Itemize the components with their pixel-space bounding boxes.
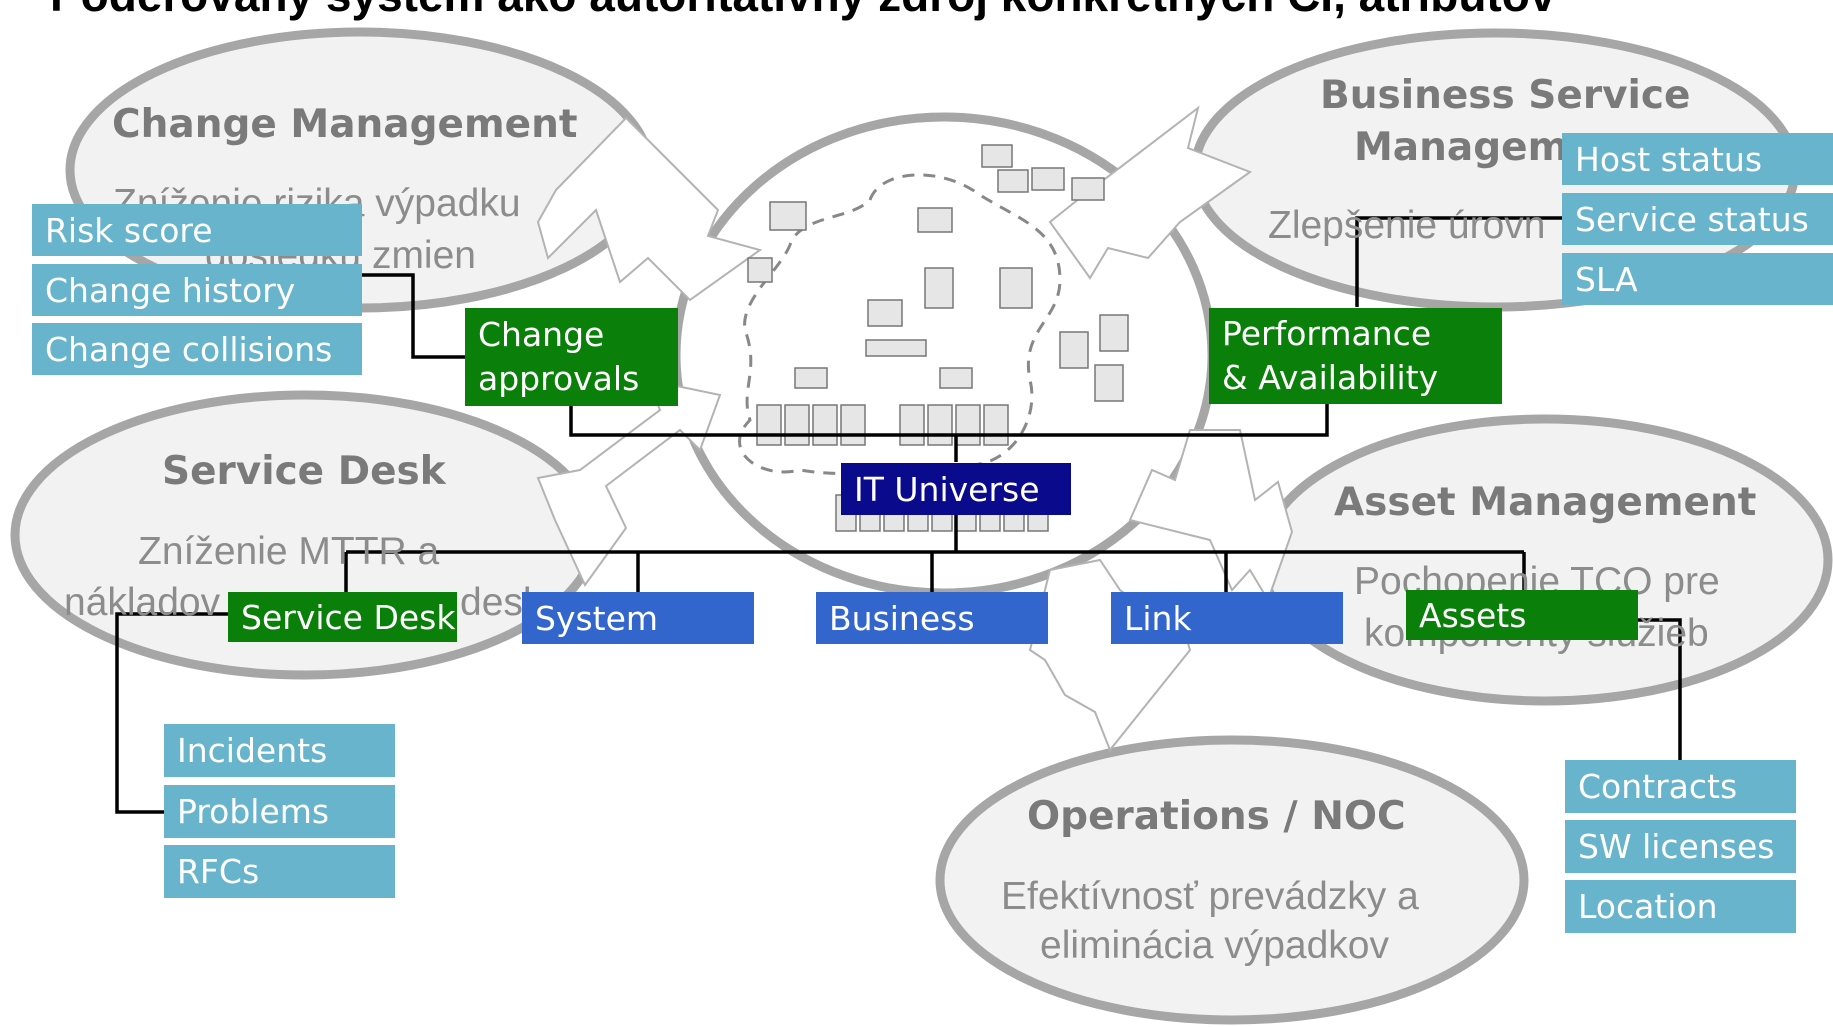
business-box: Business bbox=[816, 592, 1048, 644]
performance-line2: & Availability bbox=[1222, 358, 1439, 397]
service-status-box: Service status bbox=[1562, 193, 1833, 245]
arrow-service-desk bbox=[536, 378, 722, 587]
service-desk-title: Service Desk bbox=[162, 449, 446, 494]
it-universe-box: IT Universe bbox=[841, 463, 1071, 515]
arrow-asset-management bbox=[1128, 429, 1294, 603]
business-service-title-2: Managem bbox=[1354, 125, 1569, 170]
arrow-operations bbox=[1028, 558, 1192, 752]
operations-subtitle-2: eliminácia výpadkov bbox=[1040, 924, 1390, 967]
sla-box: SLA bbox=[1562, 253, 1833, 305]
rfcs-box: RFCs bbox=[164, 845, 395, 898]
arrow-change bbox=[536, 116, 763, 302]
incidents-box: Incidents bbox=[164, 724, 395, 777]
arrow-business-service bbox=[1048, 105, 1253, 280]
risk-score-box: Risk score bbox=[32, 204, 362, 256]
change-management-title: Change Management bbox=[112, 102, 578, 147]
change-approvals-line1: Change bbox=[478, 315, 605, 355]
change-history-box: Change history bbox=[32, 264, 362, 316]
asset-management-title: Asset Management bbox=[1334, 480, 1757, 525]
operations-subtitle-1: Efektívnosť prevádzky a bbox=[1001, 875, 1419, 918]
business-service-title-1: Business Service bbox=[1320, 73, 1691, 118]
performance-availability-box: Performance & Availability bbox=[1209, 308, 1502, 404]
slide-heading: Podeľovaný systém ako autoritatívny zdro… bbox=[50, 0, 1555, 22]
ellipse-operations bbox=[935, 735, 1529, 1025]
network-boundary bbox=[738, 173, 1062, 475]
problems-box: Problems bbox=[164, 785, 395, 838]
service-desk-green-box: Service Desk bbox=[228, 592, 457, 642]
operations-title: Operations / NOC bbox=[1027, 794, 1406, 839]
business-service-subtitle: Zlepšenie úrovn bbox=[1268, 204, 1546, 247]
change-approvals-box: Change approvals bbox=[465, 308, 678, 406]
link-box: Link bbox=[1111, 592, 1343, 644]
location-box: Location bbox=[1565, 880, 1796, 933]
assets-green-box: Assets bbox=[1406, 590, 1638, 640]
system-box: System bbox=[522, 592, 754, 644]
change-collisions-box: Change collisions bbox=[32, 323, 362, 375]
sw-licenses-box: SW licenses bbox=[1565, 820, 1796, 873]
performance-line1: Performance bbox=[1222, 314, 1432, 354]
service-desk-subtitle-1: Zníženie MTTR a bbox=[138, 530, 440, 573]
service-desk-subtitle-2: nákladov bbox=[64, 581, 221, 624]
connector-lines bbox=[115, 216, 1682, 814]
change-approvals-line2: approvals bbox=[478, 359, 640, 398]
host-status-box: Host status bbox=[1562, 133, 1833, 185]
contracts-box: Contracts bbox=[1565, 760, 1796, 813]
